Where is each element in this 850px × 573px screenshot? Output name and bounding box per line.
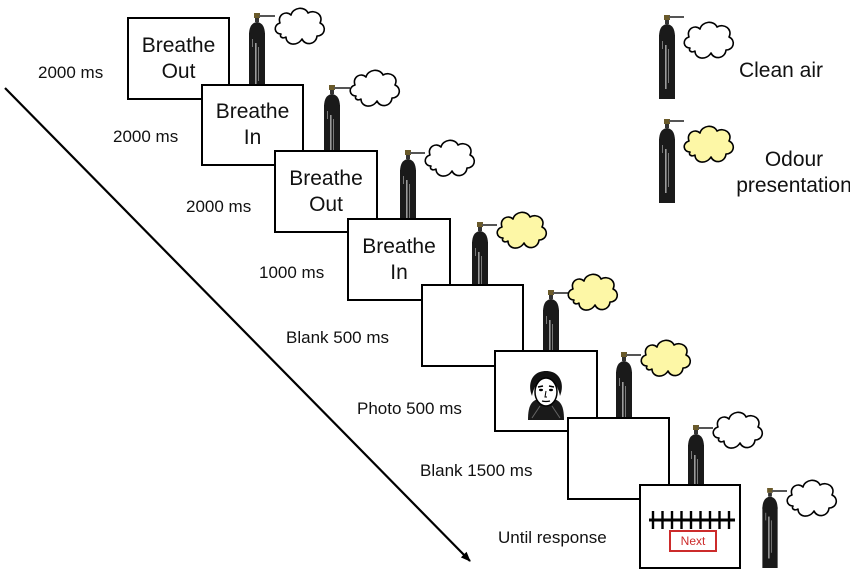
frame-text-line: In [390, 260, 408, 284]
duration-label: 2000 ms [113, 127, 179, 146]
gas-canister-icon [324, 85, 350, 169]
trial-frame-response: Next [639, 484, 741, 569]
clean-air-cloud-icon [349, 69, 401, 107]
gas-canister-icon [249, 13, 275, 97]
time-arrow [4, 87, 471, 562]
frame-text-line: Breathe [362, 234, 436, 258]
frame-text-line: In [243, 126, 262, 149]
gas-canister-icon [543, 290, 568, 374]
duration-label: Blank 500 ms [286, 328, 389, 347]
duration-label: 1000 ms [259, 263, 325, 282]
frame-text-line: Breathe [141, 33, 216, 57]
clean-air-cloud-icon [424, 139, 476, 177]
face-photo [528, 371, 564, 420]
duration-label: 2000 ms [186, 197, 252, 216]
duration-label: Blank 1500 ms [420, 461, 533, 480]
legend-odour-label: Odour presentation [736, 147, 850, 199]
frame-text-line: Out [309, 192, 343, 216]
duration-label: Photo 500 ms [357, 399, 462, 418]
frame-instruction: Breathe Out [129, 33, 228, 85]
duration-label: 2000 ms [38, 63, 104, 82]
gas-canister-icon [616, 352, 641, 436]
odour-cloud-icon [567, 273, 619, 311]
frame-text-line: Breathe [215, 100, 290, 123]
legend-clean-air-canister-icon [659, 15, 684, 99]
legend-odour-cloud-icon [683, 125, 735, 163]
legend-odour-canister-icon [659, 119, 684, 203]
trial-frame-breathe-out: Breathe Out [274, 150, 378, 233]
legend-odour-label-line: Odour [764, 148, 824, 171]
odour-cloud-icon [640, 339, 692, 377]
clean-air-cloud-icon [274, 7, 326, 45]
next-button[interactable]: Next [669, 530, 717, 552]
frame-instruction: Breathe Out [276, 166, 376, 218]
legend-clean-air-cloud-icon [683, 21, 735, 59]
gas-canister-icon [400, 150, 425, 234]
odour-cloud-icon [496, 211, 548, 249]
frame-instruction: Breathe In [349, 234, 449, 286]
legend-clean-air-label: Clean air [738, 59, 824, 82]
clean-air-cloud-icon [786, 479, 838, 517]
trial-frame-photo [494, 350, 598, 432]
frame-instruction: Breathe In [203, 99, 302, 151]
legend-odour-label-line: presentation [736, 174, 850, 197]
duration-label: Until response [498, 528, 607, 547]
clean-air-cloud-icon [712, 411, 764, 449]
frame-text-line: Breathe [289, 166, 363, 190]
gas-canister-icon [688, 425, 713, 509]
rating-scale [649, 511, 735, 529]
gas-canister-icon [472, 222, 497, 306]
gas-canister-icon [762, 488, 787, 568]
frame-text-line: Out [161, 59, 196, 83]
